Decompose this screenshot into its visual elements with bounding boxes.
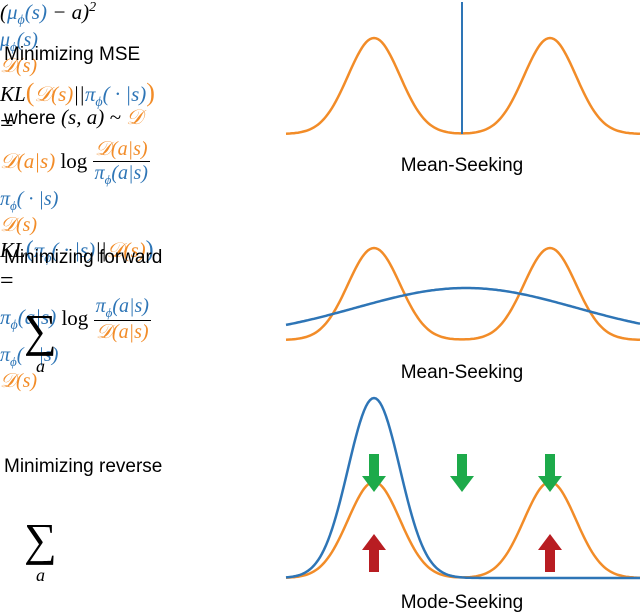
panel1-title: Minimizing MSE xyxy=(4,44,141,65)
panel3-fraction-numerator: πϕ(a|s) xyxy=(93,294,151,322)
panel3-pi-curve xyxy=(285,396,640,580)
panel2-fraction-numerator: 𝒟(a|s) xyxy=(92,138,150,163)
panel3-sum-index: a xyxy=(36,565,45,585)
panel2-pi-curve xyxy=(285,286,640,327)
panel2-sum-body: 𝒟(a|s) log 𝒟(a|s) πϕ(a|s) xyxy=(0,138,150,188)
red-up-arrow-icon xyxy=(538,534,562,572)
panel2-D-label: 𝒟(s) xyxy=(0,214,38,237)
panel3-D-label: 𝒟(s) xyxy=(0,370,38,393)
panel2-kl-expression: KL(𝒟(s)||πϕ( · |s)) xyxy=(0,78,155,111)
panel2-sum-sign: ∑ xyxy=(24,305,57,356)
panel2-sum-index: a xyxy=(36,356,45,376)
green-down-arrow-icon xyxy=(450,454,474,492)
panel3-kl-expression: KL(πϕ( · |s)||𝒟(s)) xyxy=(0,237,154,267)
panel2-fraction-denominator: πϕ(a|s) xyxy=(94,162,148,188)
panel2-title: Minimizing forward xyxy=(4,247,163,268)
panel3-fraction-denominator: 𝒟(a|s) xyxy=(95,321,149,344)
panel1-mu-label: μϕ(s) xyxy=(0,29,38,55)
green-down-arrow-icon xyxy=(362,454,386,492)
panel1-where-line: where (s, a) ~ 𝒟 xyxy=(4,105,143,129)
panel3-D-curve xyxy=(285,480,640,580)
panel2-pi-label: πϕ( · |s) xyxy=(0,188,59,214)
panel3-pi-label: πϕ( · |s) xyxy=(0,344,59,370)
panel3-sum-sign: ∑ xyxy=(24,514,57,565)
panel3-equals: = xyxy=(0,267,14,294)
panel2-equals: = xyxy=(0,111,14,138)
panel3-title: Minimizing reverse xyxy=(4,456,163,477)
red-up-arrow-icon xyxy=(362,534,386,572)
panel3-sum-body: πϕ(a|s) log πϕ(a|s) 𝒟(a|s) xyxy=(0,294,151,344)
panel1-mse-expression: (μϕ(s) − a)2 xyxy=(0,0,97,29)
panel2-caption: Mean-Seeking xyxy=(400,362,524,383)
panel1-caption: Mean-Seeking xyxy=(400,155,524,176)
green-down-arrow-icon xyxy=(538,454,562,492)
panel1-D-label: 𝒟(s) xyxy=(0,55,38,78)
panel3-caption: Mode-Seeking xyxy=(400,592,524,613)
panel2-D-curve xyxy=(285,246,640,342)
